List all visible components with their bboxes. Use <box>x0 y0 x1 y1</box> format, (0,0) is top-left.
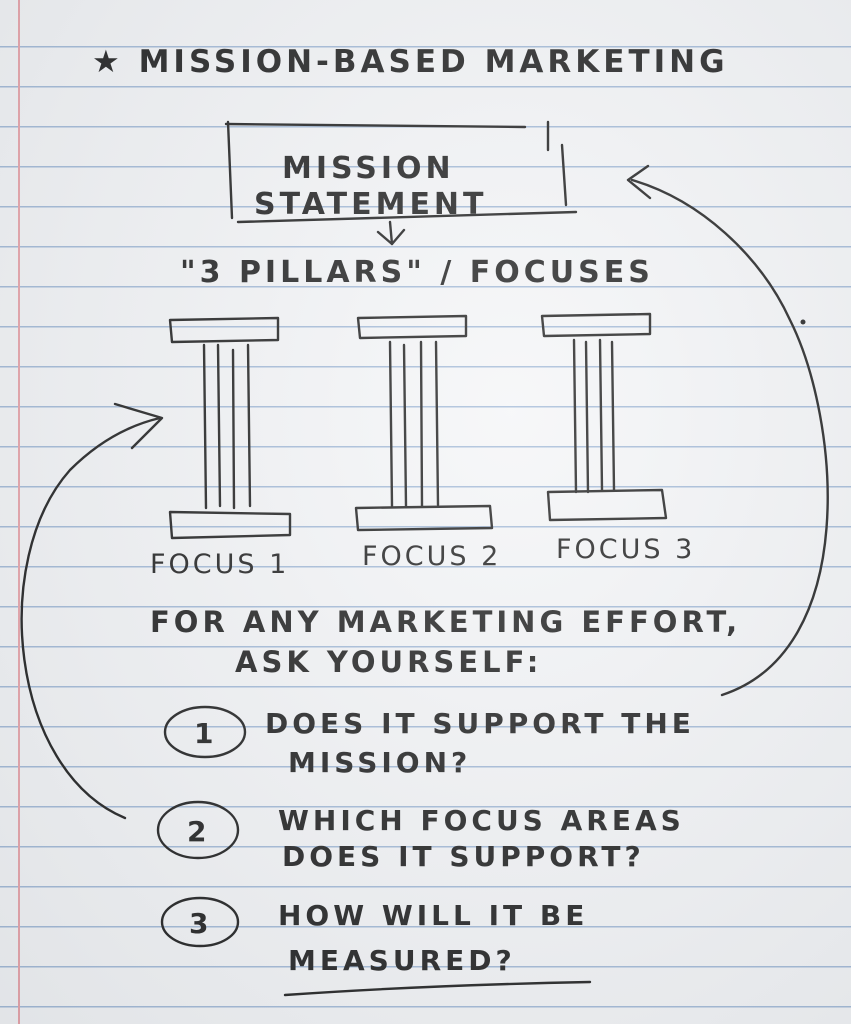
ink-dot <box>800 319 806 325</box>
pillar-3 <box>540 312 668 522</box>
left-loop-arrow-icon <box>20 402 164 820</box>
question-1-circle <box>163 705 247 759</box>
mission-line-1: MISSION <box>282 151 455 186</box>
question-1-number: 1 <box>194 717 217 750</box>
down-arrow-icon <box>376 220 406 246</box>
question-2-circle <box>156 800 240 860</box>
right-loop-arrow-icon <box>626 164 829 697</box>
question-2-line-2: DOES IT SUPPORT? <box>282 840 645 873</box>
prompt-line-2: ASK YOURSELF: <box>235 645 542 679</box>
pillar-1 <box>168 316 292 540</box>
question-3-line-1: HOW WILL IT BE <box>278 899 588 932</box>
focus-label-1: FOCUS 1 <box>150 549 289 580</box>
measured-underline <box>283 980 592 997</box>
title: ★ MISSION-BASED MARKETING <box>92 44 729 80</box>
pillars-heading: "3 PILLARS" / FOCUSES <box>180 255 654 290</box>
question-3-number: 3 <box>189 907 212 940</box>
focus-label-2: FOCUS 2 <box>362 541 501 572</box>
question-1-line-2: MISSION? <box>288 746 471 779</box>
mission-box <box>224 120 578 224</box>
mission-line-2: STATEMENT <box>254 187 488 222</box>
pillar-2 <box>354 314 494 532</box>
question-2-number: 2 <box>187 815 210 848</box>
focus-label-3: FOCUS 3 <box>556 534 695 565</box>
question-2-line-1: WHICH FOCUS AREAS <box>278 804 685 837</box>
question-3-circle <box>160 896 240 948</box>
question-1-line-1: DOES IT SUPPORT THE <box>265 707 695 740</box>
question-3-line-2: MEASURED? <box>288 944 516 977</box>
prompt-line-1: FOR ANY MARKETING EFFORT, <box>150 605 741 639</box>
